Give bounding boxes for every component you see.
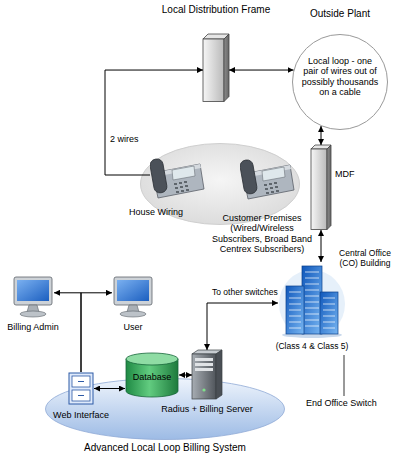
connector-arrow <box>207 303 278 350</box>
web-interface-box-outline <box>68 372 94 405</box>
computer-node-outline <box>120 311 146 317</box>
premises-ellipse: Customer Premises (Wired/Wireless Subscr… <box>140 143 300 225</box>
central-office-building-outline <box>302 266 322 334</box>
mdf-cabinet-outline <box>327 145 331 230</box>
connector-arrow <box>179 375 192 376</box>
annotation-label: End Office Switch <box>306 398 386 408</box>
node-heading: Local Distribution Frame <box>161 4 271 16</box>
connector-arrow <box>321 230 322 262</box>
telephone-node-outline <box>149 158 204 198</box>
web-interface-box-outline <box>78 382 84 396</box>
database-cylinder: Database <box>125 352 179 398</box>
leader-line <box>344 355 345 396</box>
computer-node-outline <box>20 311 46 317</box>
frame-cabinet-outline <box>224 34 229 102</box>
node-heading: Central Office (CO) Building <box>330 249 400 269</box>
node-text: Local loop - one pair of wires out of po… <box>300 56 380 97</box>
computer-node-outline <box>117 280 149 301</box>
web-interface-box-outline <box>69 373 93 404</box>
computer-node-outline <box>112 276 154 318</box>
node-heading: Radius + Billing Server <box>154 404 260 414</box>
telephone-node: House Wiring <box>150 151 205 199</box>
telephone-node-outline <box>150 151 205 199</box>
annotation-label: To other switches <box>212 288 284 298</box>
mdf-cabinet: MDF <box>311 145 331 230</box>
computer-node: Billing Admin <box>12 276 54 318</box>
mdf-cabinet-outline <box>311 149 327 230</box>
server-tower-outline <box>202 388 205 391</box>
outside-plant-circle: Outside PlantLocal loop - one pair of wi… <box>292 34 388 130</box>
central-office-building-outline <box>278 262 346 340</box>
outside-plant-circle-outline <box>293 35 388 130</box>
computer-node-outline <box>17 280 49 301</box>
node-heading: Billing Admin <box>2 322 64 332</box>
connector-arrow <box>54 293 81 372</box>
node-heading: User <box>102 322 164 332</box>
node-text: (Class 4 & Class 5) <box>266 342 358 352</box>
node-heading: Advanced Local Loop Billing System <box>45 442 285 454</box>
central-office-building-outline <box>289 272 335 328</box>
server-tower-outline <box>216 350 222 399</box>
annotation-label: 2 wires <box>110 134 150 144</box>
computer-node-outline <box>14 277 52 305</box>
billing-system-ellipse: Advanced Local Loop Billing SystemWeb In… <box>45 378 285 440</box>
node-heading: Customer Premises (Wired/Wireless Subscr… <box>206 213 318 254</box>
connector-arrow <box>321 126 322 145</box>
server-tower-outline <box>192 354 216 399</box>
server-tower: Radius + Billing Server <box>192 350 222 400</box>
node-heading: MDF <box>335 169 375 179</box>
node-heading: House Wiring <box>120 207 192 217</box>
connector-arrow <box>105 70 203 175</box>
computer-node-outline <box>114 277 152 305</box>
frame-cabinet: Local Distribution Frame <box>203 34 229 102</box>
node-heading: Outside Plant <box>300 8 380 20</box>
connector-arrow <box>81 293 112 372</box>
database-cylinder-outline <box>126 353 178 365</box>
server-tower-outline <box>195 368 213 371</box>
frame-cabinet-outline <box>203 39 224 102</box>
frame-cabinet-outline <box>203 34 229 102</box>
server-tower-outline <box>195 363 213 366</box>
central-office-building: Central Office (CO) Building(Class 4 & C… <box>278 262 346 340</box>
server-tower-outline <box>195 358 213 361</box>
computer-node: User <box>112 276 154 318</box>
telephone-symbol <box>239 159 294 199</box>
connector-arrow <box>229 70 294 71</box>
mdf-cabinet-outline <box>311 145 331 230</box>
computer-node-outline <box>12 276 54 318</box>
node-heading: Web Interface <box>46 410 116 420</box>
connector-arrow <box>94 388 125 389</box>
server-tower-outline <box>192 350 222 400</box>
node-heading: Database <box>125 372 179 382</box>
web-interface-box: Web Interface <box>68 372 94 405</box>
